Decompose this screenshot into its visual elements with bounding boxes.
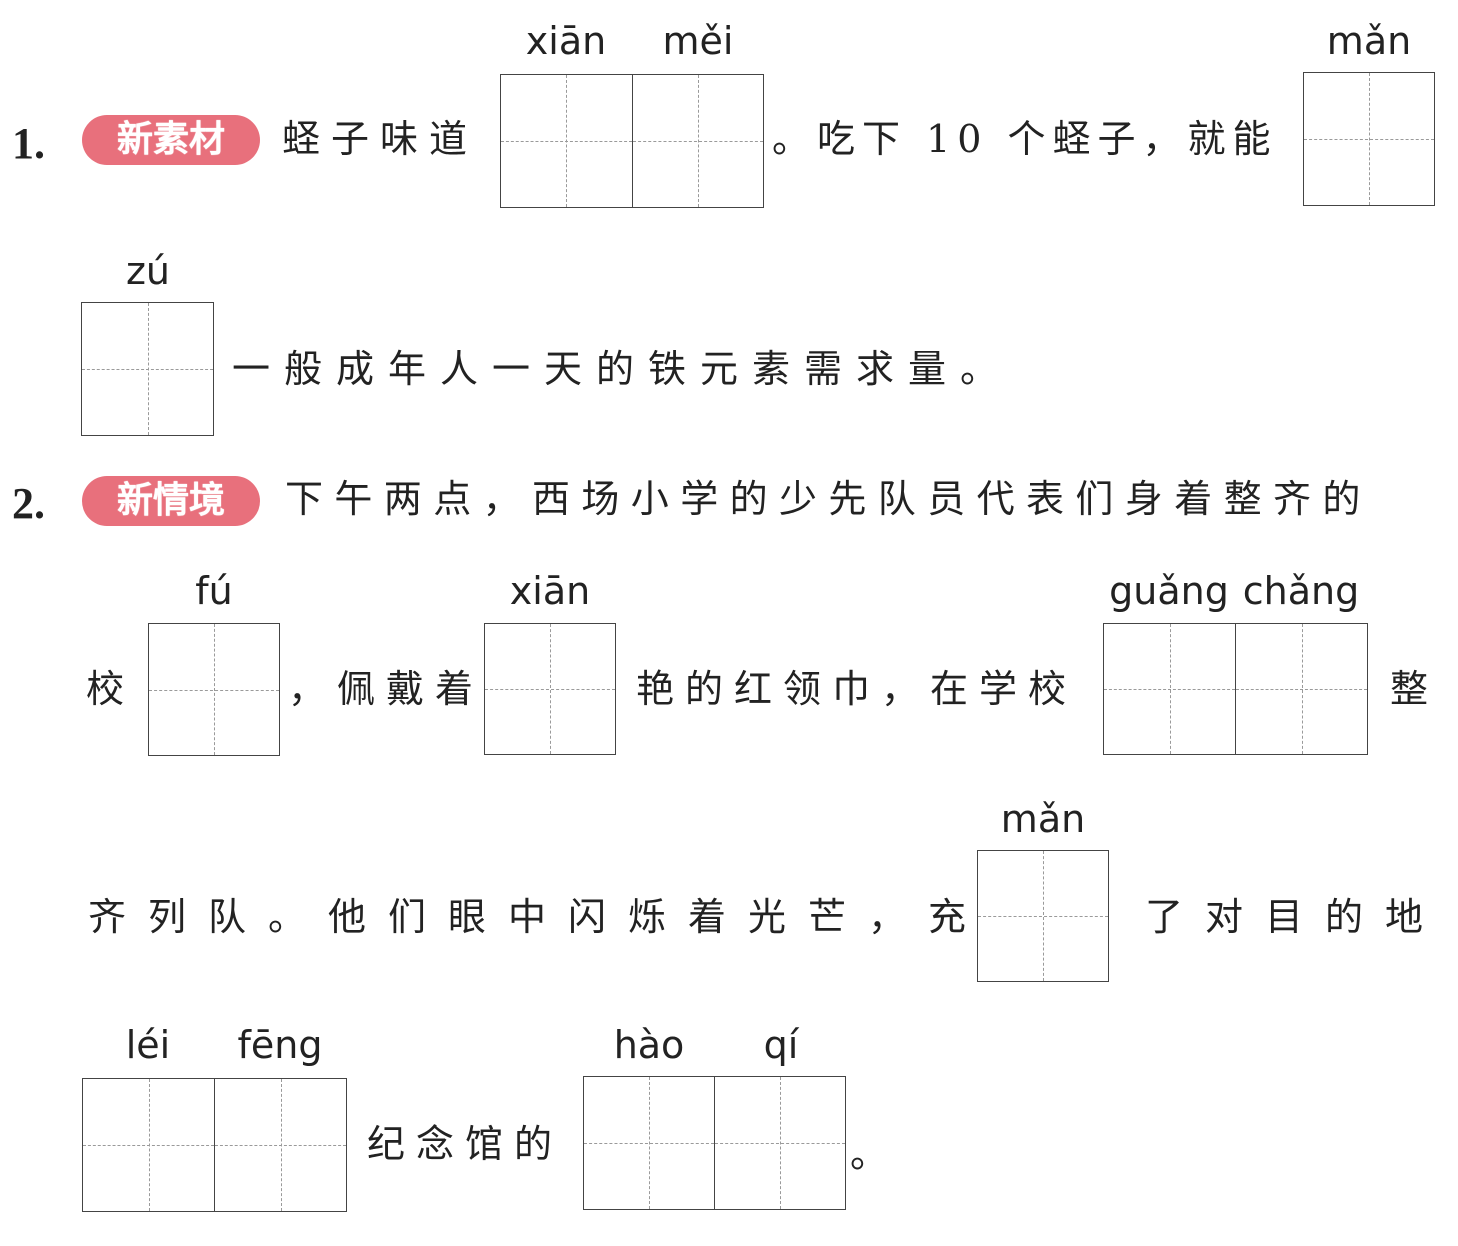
grid-cell[interactable] [83, 1079, 214, 1211]
q1-text-b: 。吃下 10 个蛏子，就能 [772, 117, 1278, 161]
grid-cell[interactable] [1235, 624, 1367, 754]
answer-grid-leifeng[interactable] [82, 1078, 347, 1212]
answer-grid-guangchang[interactable] [1103, 623, 1368, 755]
q2-text-peidai: ，佩戴着 [288, 667, 485, 711]
pinyin-man-2: mǎn [1000, 797, 1086, 841]
grid-cell[interactable] [82, 303, 213, 435]
pinyin-fu: fú [195, 569, 233, 613]
grid-cell[interactable] [978, 851, 1108, 981]
pinyin-zu: zú [125, 249, 171, 293]
pinyin-chang: chǎng [1242, 569, 1360, 613]
answer-grid-zu[interactable] [81, 302, 214, 436]
grid-cell[interactable] [501, 75, 632, 207]
q2-text-le: 了对目的地 [1145, 895, 1446, 939]
pinyin-mei: měi [662, 19, 734, 63]
q2-text-xiao: 校 [86, 667, 125, 711]
q2-text-yan: 艳的红领巾，在学校 [636, 667, 1078, 711]
grid-cell[interactable] [584, 1077, 714, 1209]
pinyin-guang: guǎng [1109, 569, 1229, 613]
pinyin-xian: xiān [525, 19, 607, 63]
answer-grid-fu[interactable] [148, 623, 280, 756]
answer-grid-man[interactable] [1303, 72, 1435, 206]
new-material-badge: 新素材 [82, 115, 260, 165]
answer-grid-xian[interactable] [484, 623, 616, 755]
grid-cell[interactable] [1104, 624, 1235, 754]
answer-grid-man-2[interactable] [977, 850, 1109, 982]
q1-text-c: 一般成年人一天的铁元素需求量。 [232, 347, 1013, 391]
pinyin-qi: qí [763, 1023, 799, 1067]
q2-text-zheng: 整 [1390, 667, 1429, 711]
question-number-1: 1. [12, 119, 45, 168]
grid-cell[interactable] [485, 624, 615, 754]
q2-line3: 齐列队。他们眼中闪烁着光芒，充 [88, 895, 989, 939]
answer-grid-xianmei[interactable] [500, 74, 764, 208]
grid-cell[interactable] [149, 624, 279, 755]
grid-cell[interactable] [214, 1079, 346, 1211]
grid-cell[interactable] [714, 1077, 845, 1209]
pinyin-man: mǎn [1326, 19, 1412, 63]
grid-cell[interactable] [1304, 73, 1434, 205]
q2-text-jinianguan: 纪念馆的 [367, 1122, 564, 1166]
q2-text-end: 。 [850, 1132, 889, 1176]
pinyin-xian-2: xiān [509, 569, 591, 613]
q1-text-a: 蛏子味道 [282, 117, 479, 161]
pinyin-hao: hào [613, 1023, 685, 1067]
question-number-2: 2. [12, 479, 45, 528]
new-context-badge: 新情境 [82, 476, 260, 526]
grid-cell[interactable] [631, 75, 764, 207]
pinyin-feng: fēng [237, 1023, 323, 1067]
answer-grid-haoqi[interactable] [583, 1076, 846, 1210]
pinyin-lei: léi [125, 1023, 171, 1067]
q2-line1: 下午两点，西场小学的少先队员代表们身着整齐的 [285, 477, 1372, 521]
